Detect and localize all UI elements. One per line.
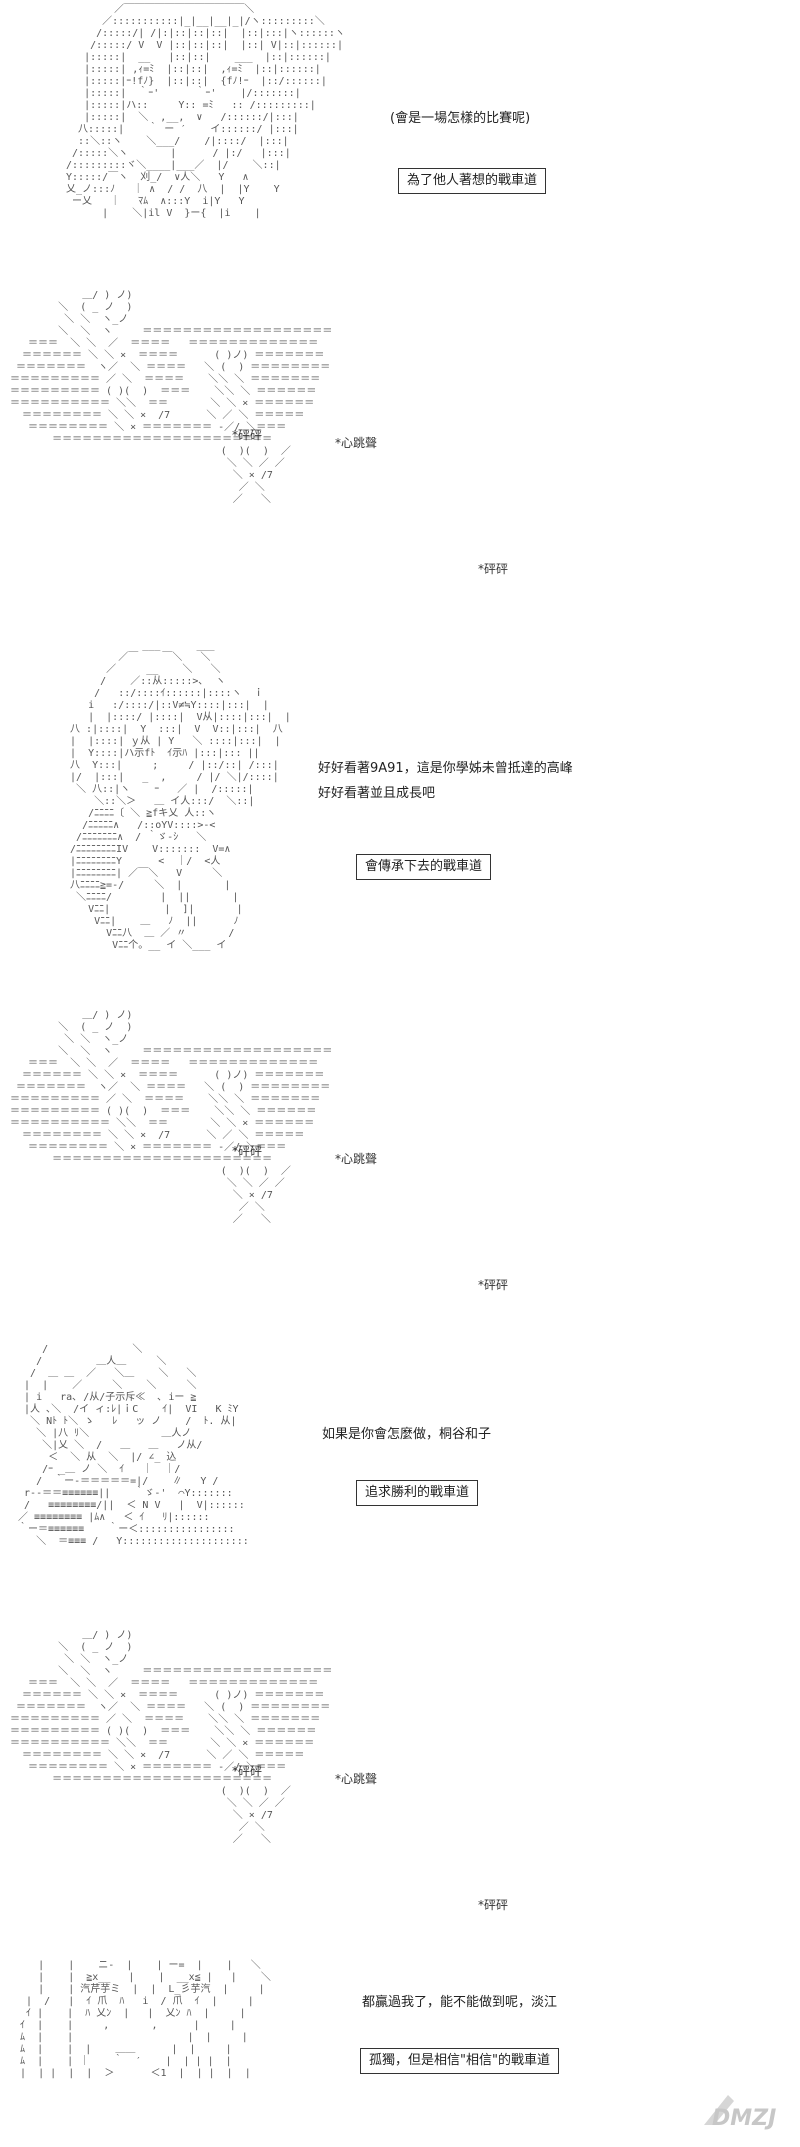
panel-2-sfx-mid: *心跳聲 [335, 436, 378, 450]
panel-6-sfx-left: *砰砰 [232, 1764, 263, 1778]
panel-2: ＿/ ) ノ) ＼ ( _ ノ ) ＼ ＼ ヽ_ノ ＼ ＼ ヽ ＝＝＝＝＝＝＝＝… [0, 290, 800, 620]
ascii-art-girl-2: ___ ___ ／￣ ￣＼ ＼ ／ __ ＼ ＼ / ／::从:::::>､ ヽ… [70, 640, 291, 951]
ascii-art-girl-3: / ＼ / ＿人＿ ＼ / ＿ ＿ ／ ＼＿ ＼ ＼ | | ／ ＼ ＼ ＼ |… [18, 1344, 249, 1547]
watermark-text: DMZJ [712, 2106, 776, 2131]
panel-1-boxed-caption: 為了他人著想的戰車道 [398, 168, 547, 194]
panel-5-caption: 如果是你會怎麼做，桐谷和子 [322, 1427, 492, 1442]
panel-6-sfx-low: *砰砰 [478, 1898, 509, 1912]
panel-6: ＿/ ) ノ) ＼ ( _ ノ ) ＼ ＼ ヽ_ノ ＼ ＼ ヽ ＝＝＝＝＝＝＝＝… [0, 1630, 800, 1950]
panel-3-caption-2: 好好看著並且成長吧 [318, 786, 436, 801]
panel-3-caption: 好好看著9A91，這是你學姊未曾抵達的高峰 [318, 761, 573, 776]
panel-7: | | ニ- | | ー= | | ＼ | | ≧x__ | | __x≦ | … [0, 1950, 800, 2147]
panel-1: ／￣￣￣￣￣￣￣￣￣￣￣￣＼ ／:::::::::::|_|__|__|_|/ヽ… [0, 0, 800, 290]
panel-4: ＿/ ) ノ) ＼ ( _ ノ ) ＼ ＼ ヽ_ノ ＼ ＼ ヽ ＝＝＝＝＝＝＝＝… [0, 1010, 800, 1330]
panel-1-caption: (會是一場怎樣的比賽呢) [390, 111, 531, 126]
panel-2-sfx-low: *砰砰 [478, 562, 509, 576]
panel-4-sfx-left: *砰砰 [232, 1144, 263, 1158]
panel-2-sfx-left: *砰砰 [232, 428, 263, 442]
panel-4-sfx-mid: *心跳聲 [335, 1152, 378, 1166]
ascii-art-heartbeat-1: ＿/ ) ノ) ＼ ( _ ノ ) ＼ ＼ ヽ_ノ ＼ ＼ ヽ ＝＝＝＝＝＝＝＝… [10, 290, 333, 505]
dmzj-logo-icon: DMZJ [704, 2095, 776, 2131]
ascii-art-heartbeat-2: ＿/ ) ノ) ＼ ( _ ノ ) ＼ ＼ ヽ_ノ ＼ ＼ ヽ ＝＝＝＝＝＝＝＝… [10, 1010, 333, 1225]
ascii-art-heartbeat-3: ＿/ ) ノ) ＼ ( _ ノ ) ＼ ＼ ヽ_ノ ＼ ＼ ヽ ＝＝＝＝＝＝＝＝… [10, 1630, 333, 1845]
ascii-art-girl-1: ／￣￣￣￣￣￣￣￣￣￣￣￣＼ ／:::::::::::|_|__|__|_|/ヽ… [66, 4, 345, 219]
panel-3-boxed-caption: 會傳承下去的戰車道 [356, 854, 492, 880]
panel-6-sfx-mid: *心跳聲 [335, 1772, 378, 1786]
panel-5-boxed-caption: 追求勝利的戰車道 [356, 1480, 479, 1506]
ascii-art-girl-4: | | ニ- | | ー= | | ＼ | | ≧x__ | | __x≦ | … [20, 1960, 271, 2079]
panel-5: / ＼ / ＿人＿ ＼ / ＿ ＿ ／ ＼＿ ＼ ＼ | | ／ ＼ ＼ ＼ |… [0, 1330, 800, 1630]
panel-4-sfx-low: *砰砰 [478, 1278, 509, 1292]
panel-7-boxed-caption: 孤獨，但是相信"相信"的戰車道 [360, 2048, 559, 2074]
panel-7-caption: 都贏過我了，能不能做到呢，淡江 [362, 1995, 558, 2010]
panel-3: ___ ___ ／￣ ￣＼ ＼ ／ __ ＼ ＼ / ／::从:::::>､ ヽ… [0, 620, 800, 1010]
